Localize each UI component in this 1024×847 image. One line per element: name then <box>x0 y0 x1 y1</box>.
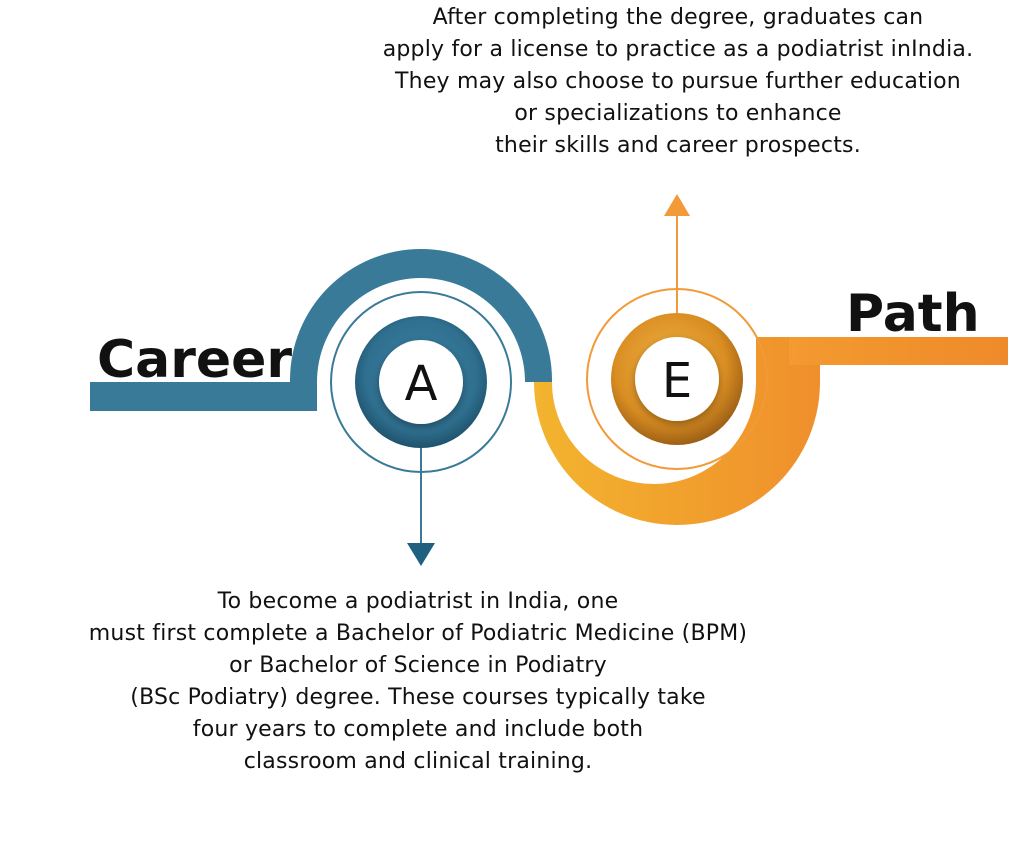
node-e-letter: E <box>662 353 692 409</box>
arrow-up-icon <box>664 194 690 216</box>
node-e-text-line: After completing the degree, graduates c… <box>432 5 924 30</box>
node-a-text-line: or Bachelor of Science in Podiatry <box>229 653 607 678</box>
node-a-text-line: classroom and clinical training. <box>243 749 593 774</box>
node-e-description: After completing the degree, graduates c… <box>318 2 1024 162</box>
node-e-text-line: their skills and career prospects. <box>495 133 861 158</box>
arrow-down-icon <box>407 543 435 566</box>
node-e-text-line: They may also choose to pursue further e… <box>395 69 961 94</box>
career-bar <box>90 249 552 411</box>
path-bar <box>789 337 1008 365</box>
node-a-center <box>379 340 463 424</box>
node-a-text-line: four years to complete and include both <box>192 717 644 742</box>
node-a-text-line: (BSc Podiatry) degree. These courses typ… <box>130 685 706 710</box>
node-a-letter: A <box>405 356 438 412</box>
node-e-text-line: apply for a license to practice as a pod… <box>382 37 974 62</box>
node-e-center <box>635 337 719 421</box>
left-word: Career <box>97 330 292 390</box>
right-word: Path <box>846 284 980 344</box>
node-a-text-line: To become a podiatrist in India, one <box>217 589 619 614</box>
orange-arc <box>525 337 820 525</box>
node-e-text-line: or specializations to enhance <box>514 101 842 126</box>
node-a-text-line: must first complete a Bachelor of Podiat… <box>88 621 748 646</box>
node-a-description: To become a podiatrist in India, one mus… <box>0 586 838 778</box>
